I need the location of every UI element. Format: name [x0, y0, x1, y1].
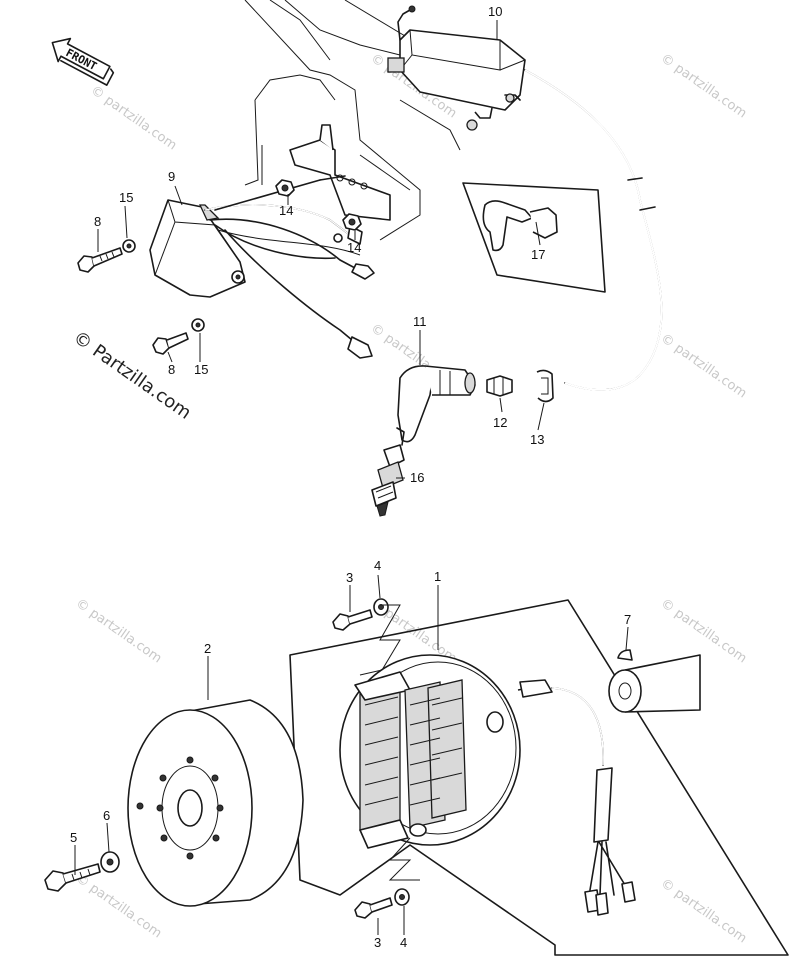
washer-4-lower: [394, 888, 410, 906]
callout-8: 8: [168, 362, 175, 377]
front-label: FRONT: [64, 46, 100, 73]
cdi-unit: [149, 199, 246, 298]
watermark-faint: © partzilla.com: [658, 331, 750, 401]
callout-2: 2: [204, 641, 211, 656]
nut-14-upper: [275, 179, 295, 197]
washer-15-lower: [191, 318, 205, 332]
flywheel-rotor: [127, 699, 304, 907]
callout-4: 4: [374, 558, 381, 573]
stator-lead: [517, 679, 636, 916]
watermark-faint: © partzilla.com: [658, 876, 750, 946]
high-tension-lead: [524, 69, 663, 391]
spark-plug-cap: [397, 365, 476, 443]
woodruff-key: [617, 649, 633, 661]
watermark-faint: © partzilla.com: [73, 596, 165, 666]
washer-6: [100, 851, 120, 873]
cap-connector: [486, 375, 513, 397]
callout-14: 14: [279, 203, 293, 218]
callout-3: 3: [374, 935, 381, 950]
bolt-8-lower: [152, 332, 189, 355]
callout-15: 15: [194, 362, 208, 377]
bolt-5: [44, 863, 101, 892]
washer-4-upper: [373, 598, 389, 616]
spark-plug: [371, 427, 405, 517]
callout-3: 3: [346, 570, 353, 585]
callout-15: 15: [119, 190, 133, 205]
callout-11: 11: [413, 314, 427, 329]
callout-12: 12: [493, 415, 507, 430]
callout-17: 17: [531, 247, 545, 262]
screw-3-upper: [332, 609, 373, 631]
callout-6: 6: [103, 808, 110, 823]
stator-group-outline: [289, 599, 789, 956]
crankshaft-end: [608, 654, 701, 713]
callout-8: 8: [94, 214, 101, 229]
bolt-8-upper: [77, 247, 123, 273]
watermark-faint: © partzilla.com: [88, 83, 180, 153]
watermark-faint: © partzilla.com: [658, 596, 750, 666]
callout-13: 13: [530, 432, 544, 447]
frame-outline: [244, 0, 461, 241]
retaining-clip: [536, 369, 554, 403]
stator-plate: [339, 654, 521, 849]
callout-10: 10: [488, 4, 502, 19]
watermark-faint: © partzilla.com: [658, 51, 750, 121]
callout-9: 9: [168, 169, 175, 184]
callout-1: 1: [434, 569, 441, 584]
screw-3-lower: [354, 897, 393, 919]
ignition-coil: [387, 5, 526, 131]
cdi-wiring: [204, 175, 375, 359]
washer-15-upper: [122, 239, 136, 253]
mounting-bracket: [289, 124, 391, 221]
leader-lines: [74, 20, 629, 935]
callout-14: 14: [347, 240, 361, 255]
callout-5: 5: [70, 830, 77, 845]
front-arrow-badge: FRONT: [51, 37, 115, 86]
callout-labels: 10 9 15 8 14 14 8 15 11 12 13 16 17 2 1 …: [70, 4, 631, 950]
callout-4: 4: [400, 935, 407, 950]
callout-16: 16: [410, 470, 424, 485]
callout-7: 7: [624, 612, 631, 627]
nut-14-lower: [342, 213, 362, 231]
spark-plug-cap-inset: [462, 182, 606, 293]
